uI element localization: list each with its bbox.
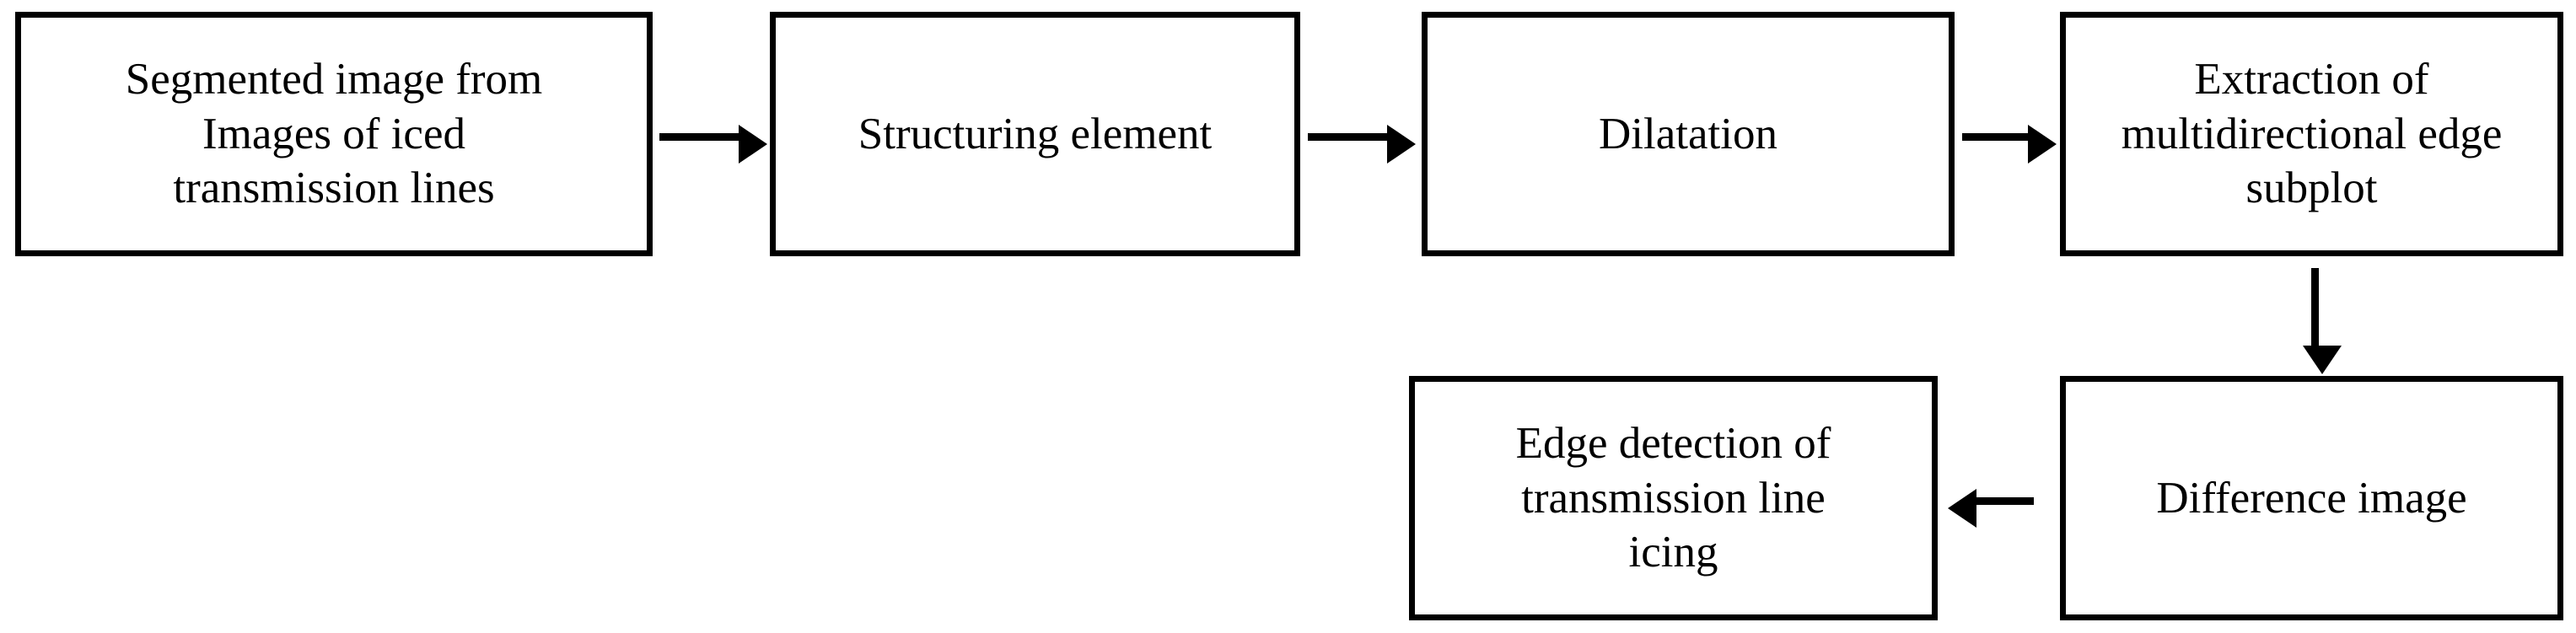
node-segmented-image-label: Segmented image from Images of iced tran… bbox=[125, 55, 543, 213]
arrow-extraction-to-difference bbox=[2303, 268, 2342, 374]
arrowhead-right-icon bbox=[739, 125, 767, 164]
node-difference-image-label: Difference image bbox=[2156, 473, 2467, 523]
arrowhead-down-icon bbox=[2303, 346, 2342, 374]
arrowhead-right-icon bbox=[1387, 125, 1416, 164]
node-structuring-element: Structuring element bbox=[770, 12, 1300, 256]
arrow-difference-to-edge-detection bbox=[1948, 489, 2034, 528]
arrowhead-right-icon bbox=[2028, 125, 2057, 164]
node-edge-detection-transmission-line-icing: Edge detection of transmission line icin… bbox=[1409, 376, 1938, 620]
node-extraction-label: Extraction of multidirectional edge subp… bbox=[2121, 55, 2503, 213]
arrowhead-left-icon bbox=[1948, 489, 1976, 528]
node-segmented-image: Segmented image from Images of iced tran… bbox=[15, 12, 653, 256]
node-edge-detection-label: Edge detection of transmission line icin… bbox=[1515, 419, 1831, 577]
node-difference-image: Difference image bbox=[2060, 376, 2563, 620]
arrow-dilatation-to-extraction bbox=[1962, 125, 2057, 164]
node-extraction-multidirectional-edge-subplot: Extraction of multidirectional edge subp… bbox=[2060, 12, 2563, 256]
arrow-segmented-to-structuring bbox=[659, 125, 767, 164]
node-dilatation: Dilatation bbox=[1422, 12, 1955, 256]
arrow-structuring-to-dilatation bbox=[1308, 125, 1416, 164]
node-dilatation-label: Dilatation bbox=[1599, 109, 1777, 158]
node-structuring-element-label: Structuring element bbox=[858, 109, 1213, 158]
